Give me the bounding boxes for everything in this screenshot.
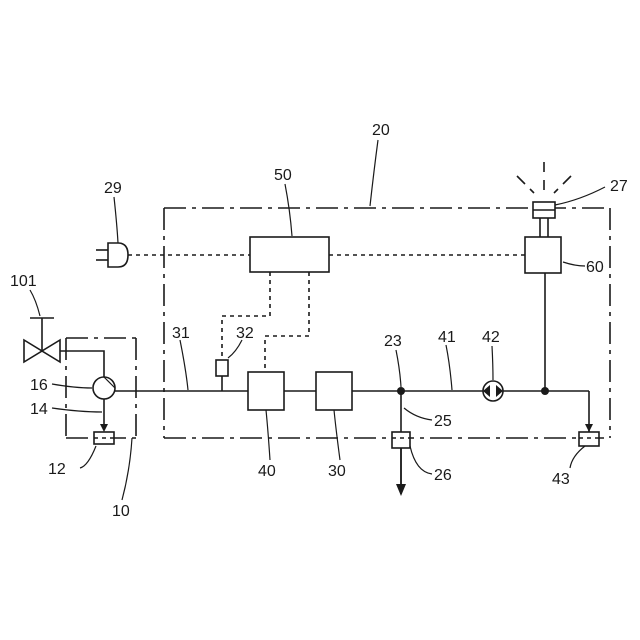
label-31: 31 <box>172 325 190 342</box>
power-plug-29 <box>96 243 128 267</box>
label-10: 10 <box>112 503 130 520</box>
label-30: 30 <box>328 463 346 480</box>
label-20: 20 <box>372 122 390 139</box>
container-26 <box>392 432 410 448</box>
label-14: 14 <box>30 401 48 418</box>
label-29: 29 <box>104 180 122 197</box>
label-32: 32 <box>236 325 254 342</box>
label-23: 23 <box>384 333 402 350</box>
label-41: 41 <box>438 329 456 346</box>
pump-16 <box>93 377 115 399</box>
label-27: 27 <box>610 178 628 195</box>
check-valve-42 <box>483 381 503 401</box>
label-50: 50 <box>274 167 292 184</box>
sensor-32 <box>216 360 228 376</box>
label-60: 60 <box>586 259 604 276</box>
label-43: 43 <box>552 471 570 488</box>
block-60 <box>525 237 561 273</box>
controller-50 <box>250 237 329 272</box>
label-16: 16 <box>30 377 48 394</box>
valve-101 <box>24 318 60 362</box>
label-25: 25 <box>434 413 452 430</box>
block-30 <box>316 372 352 410</box>
container-43 <box>579 432 599 446</box>
label-42: 42 <box>482 329 500 346</box>
block-40 <box>248 372 284 410</box>
label-12: 12 <box>48 461 66 478</box>
label-101: 101 <box>10 273 37 290</box>
label-26: 26 <box>434 467 452 484</box>
label-40: 40 <box>258 463 276 480</box>
lamp-rays <box>517 162 571 193</box>
